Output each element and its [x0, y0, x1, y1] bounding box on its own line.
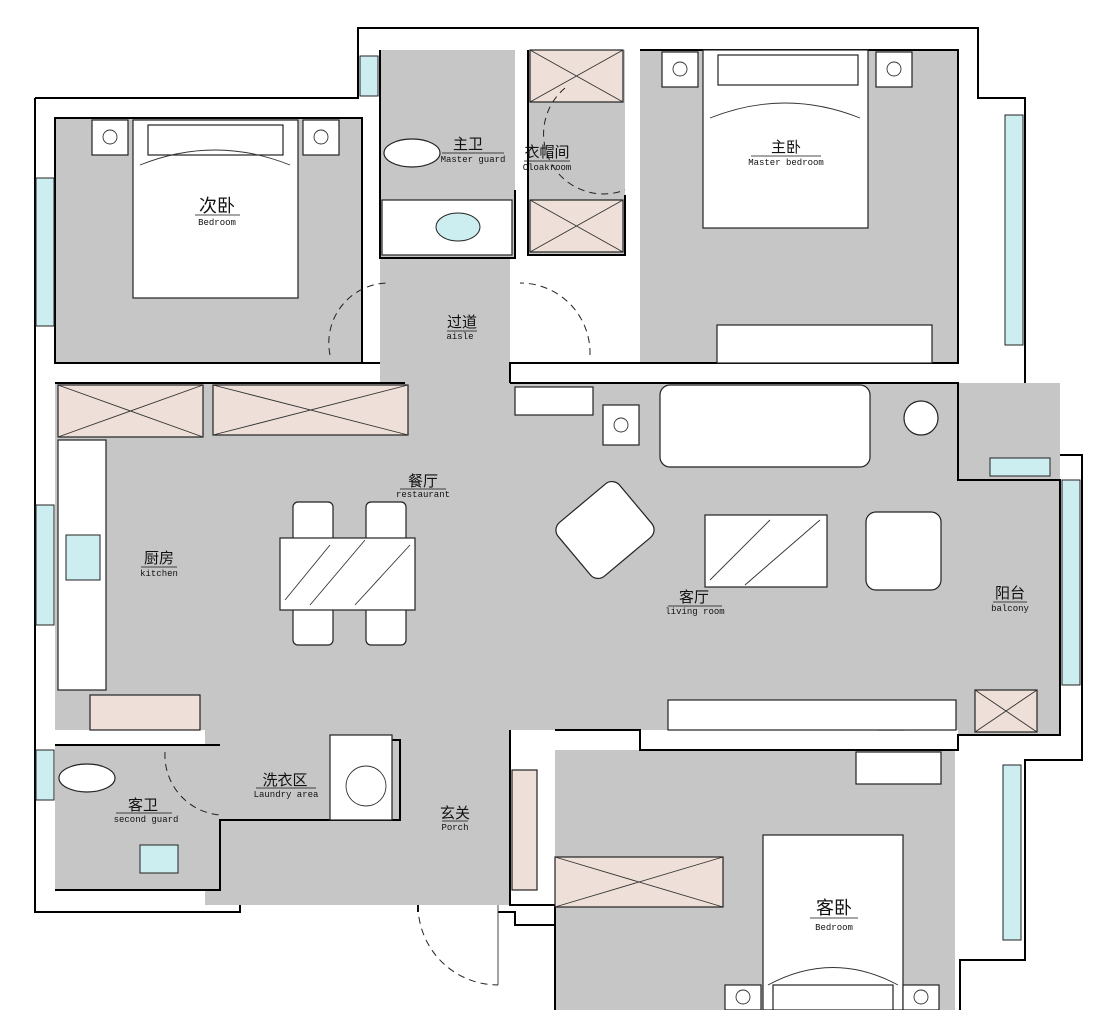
- bed-guest: [762, 834, 904, 1010]
- cabinets: [57, 49, 1038, 908]
- label-en: aisle: [446, 332, 473, 342]
- nightstands: [91, 51, 940, 1010]
- label-master-bath: 主卫 Master guard: [441, 135, 506, 165]
- label-dining: 餐厅 restaurant: [396, 472, 450, 500]
- label-cn: 过道: [447, 313, 477, 331]
- label-balcony: 阳台 balcony: [991, 584, 1029, 614]
- bed-master: [702, 49, 869, 229]
- label-aisle: 过道 aisle: [446, 313, 477, 342]
- bed-second-bedroom: [132, 119, 299, 299]
- label-en: restaurant: [396, 490, 450, 500]
- label-en: Laundry area: [254, 790, 319, 800]
- label-second-bedroom: 次卧 Bedroom: [195, 196, 240, 228]
- label-cn: 主卧: [771, 138, 801, 156]
- label-cn: 阳台: [995, 584, 1025, 602]
- label-cn: 玄关: [440, 804, 470, 822]
- inner-walls: [54, 49, 1061, 1010]
- living-furniture: [514, 324, 957, 785]
- label-porch: 玄关 Porch: [440, 804, 470, 833]
- label-living: 客厅 living room: [665, 588, 724, 617]
- label-cn: 客卧: [816, 898, 852, 919]
- label-guest-bedroom: 客卧 Bedroom: [810, 898, 858, 933]
- label-laundry: 洗衣区 Laundry area: [254, 771, 319, 800]
- label-kitchen: 厨房 kitchen: [140, 549, 178, 579]
- dining-table: [279, 501, 416, 646]
- label-en: balcony: [991, 604, 1029, 614]
- label-cn: 主卫: [453, 135, 483, 153]
- label-cloakroom: 衣帽间 Cloakroom: [523, 143, 572, 173]
- label-en: Bedroom: [198, 218, 236, 228]
- label-en: Cloakroom: [523, 163, 572, 173]
- label-en: Master guard: [441, 155, 506, 165]
- label-en: kitchen: [140, 569, 178, 579]
- windows: [35, 55, 1081, 941]
- doors: [164, 87, 626, 986]
- fixtures: [57, 138, 513, 874]
- label-en: Bedroom: [815, 923, 853, 933]
- label-cn: 客卫: [128, 796, 158, 814]
- label-cn: 洗衣区: [262, 771, 307, 789]
- label-cn: 餐厅: [408, 472, 438, 490]
- label-cn: 衣帽间: [524, 143, 569, 161]
- label-en: Porch: [441, 823, 468, 833]
- label-cn: 客厅: [679, 588, 709, 606]
- label-en: living room: [665, 607, 724, 617]
- label-cn: 厨房: [144, 549, 174, 567]
- label-master-bedroom: 主卧 Master bedroom: [748, 138, 824, 168]
- label-en: second guard: [114, 815, 179, 825]
- label-cn: 次卧: [199, 196, 235, 217]
- label-guest-bath: 客卫 second guard: [114, 796, 179, 825]
- label-en: Master bedroom: [748, 158, 824, 168]
